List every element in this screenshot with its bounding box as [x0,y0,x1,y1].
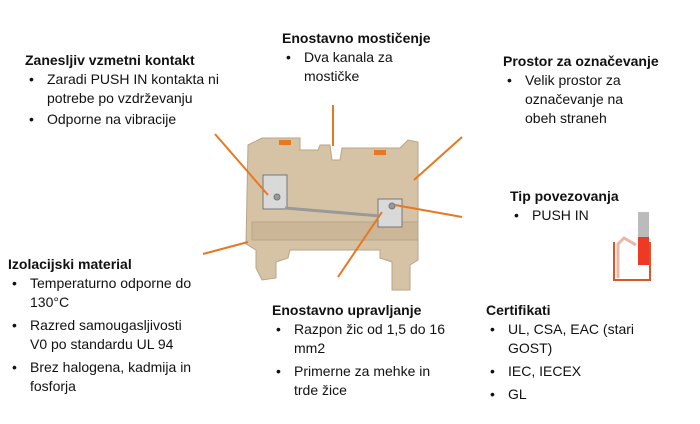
section-spring-contact: Zanesljiv vzmetni kontakt Zaradi PUSH IN… [25,50,240,129]
section-title: Enostavno upravljanje [272,302,422,318]
list-item: Razred samougasljivosti V0 po standardu … [8,316,198,354]
section-connection-type: Tip povezovanja PUSH IN [510,186,670,225]
list-item: Dva kanala za mostičke [282,48,412,86]
list-item: PUSH IN [510,206,670,225]
section-title: Enostavno mostičenje [282,30,431,46]
section-title: Izolacijski material [8,256,132,272]
list-item: Odporne na vibracije [25,110,240,129]
list-item: GL [486,385,656,404]
callout-line-handling [337,211,383,278]
push-button-left [279,140,291,145]
section-title: Tip povezovanja [510,188,619,204]
callout-line-connection [394,204,463,218]
callout-line-marking [413,136,463,181]
list-item: Primerne za mehke in trde žice [272,362,452,400]
clamp-left [262,174,288,210]
section-bridging: Enostavno mostičenje Dva kanala za mosti… [282,28,431,86]
section-certificates: Certifikati UL, CSA, EAC (stari GOST) IEC… [486,300,656,404]
list-item: UL, CSA, EAC (stari GOST) [486,320,656,358]
section-handling: Enostavno upravljanje Razpon žic od 1,5 … [272,300,452,400]
callout-line-insulation [202,241,249,255]
list-item: Zaradi PUSH IN kontakta ni potrebe po vz… [25,70,240,108]
list-item: IEC, IECEX [486,362,656,381]
list-item: Razpon žic od 1,5 do 16 mm2 [272,320,452,358]
list-item: Velik prostor za označevanje na obeh str… [503,71,653,128]
callout-lines [202,105,463,278]
terminal-block [245,137,419,291]
section-title: Certifikati [486,302,551,318]
list-item: Brez halogena, kadmija in fosforja [8,358,198,396]
list-item: Temperaturno odporne do 130°C [8,274,198,312]
section-insulation: Izolacijski material Temperaturno odporn… [8,254,198,396]
section-marking: Prostor za označevanje Velik prostor za … [503,51,659,128]
bridge-bar [284,206,381,218]
push-button-right [374,150,386,155]
callout-line-spring [214,133,269,196]
section-title: Prostor za označevanje [503,53,659,69]
section-title: Zanesljiv vzmetni kontakt [25,52,195,68]
